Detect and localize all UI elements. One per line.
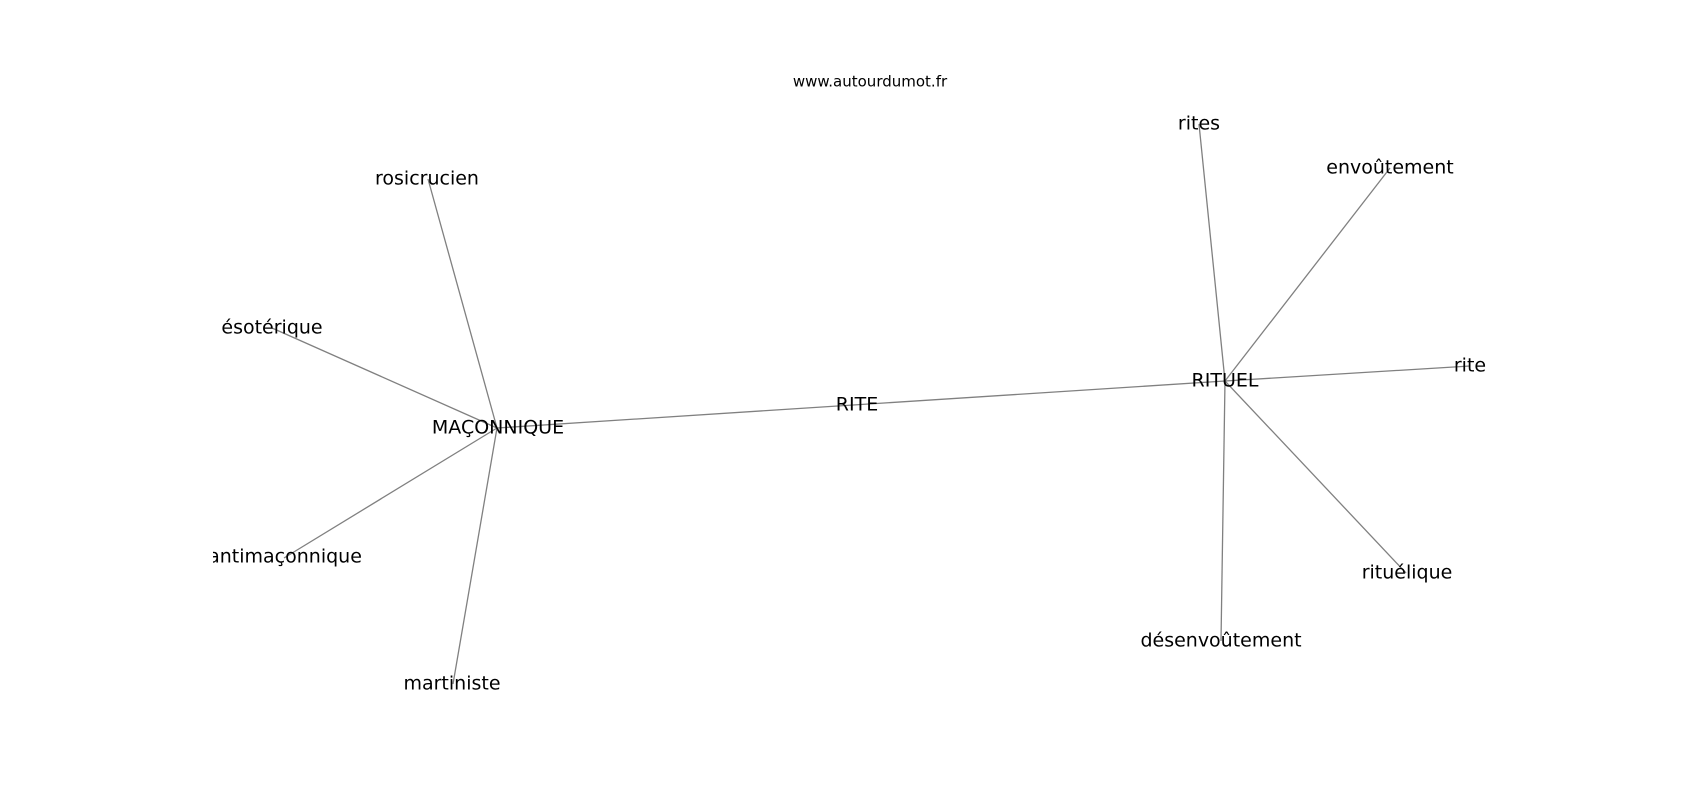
node-label-rites[interactable]: rites — [1178, 113, 1220, 135]
node-label-rituelique[interactable]: rituélique — [1362, 562, 1453, 584]
edge-maconnique-rosicrucien — [427, 178, 498, 429]
edge-rituel-rites — [1198, 123, 1226, 382]
edge-maconnique-antimaconnique — [283, 427, 498, 559]
node-label-antimaconnique[interactable]: antimaçonnique — [208, 546, 362, 568]
edge-maconnique-martiniste — [452, 427, 498, 685]
node-label-rosicrucien[interactable]: rosicrucien — [375, 168, 479, 190]
edges-layer — [271, 123, 1471, 685]
node-label-rite[interactable]: rite — [1454, 355, 1486, 377]
node-label-envoutement[interactable]: envoûtement — [1326, 157, 1453, 179]
edge-maconnique-rituel — [496, 380, 1226, 429]
edge-rituel-rituelique — [1224, 380, 1407, 574]
edge-rituel-envoutement — [1224, 167, 1391, 382]
node-label-rite_center[interactable]: RITE — [836, 394, 878, 416]
edge-maconnique-esoterique — [271, 327, 498, 429]
node-label-rituel[interactable]: RITUEL — [1192, 370, 1259, 392]
node-label-maconnique[interactable]: MAÇONNIQUE — [432, 417, 564, 439]
site-watermark: www.autourdumot.fr — [793, 73, 948, 91]
edge-rituel-rite — [1224, 365, 1471, 382]
edge-rituel-desenvoutement — [1220, 380, 1226, 642]
node-label-martiniste[interactable]: martiniste — [403, 673, 500, 695]
node-label-esoterique[interactable]: ésotérique — [221, 317, 322, 339]
node-label-desenvoutement[interactable]: désenvoûtement — [1140, 630, 1301, 652]
labels-layer: MAÇONNIQUE RITE RITUEL rosicrucien ésotériqu… — [208, 113, 1486, 695]
